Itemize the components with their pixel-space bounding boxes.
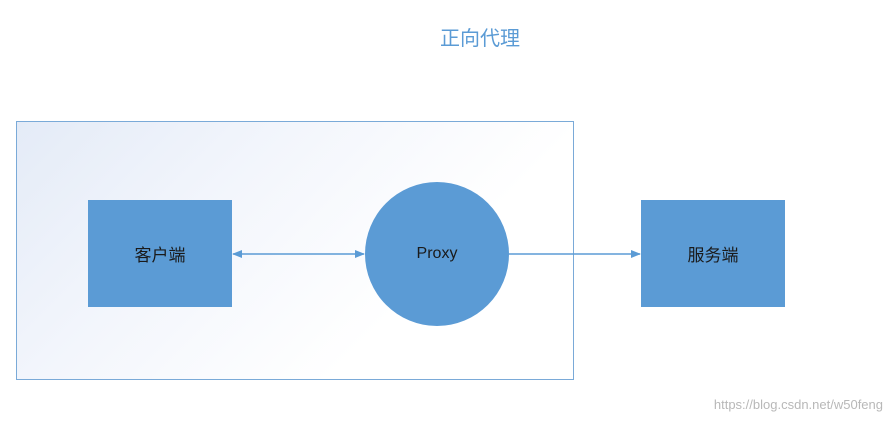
diagram-title: 正向代理 (440, 26, 520, 50)
client-node-label: 客户端 (134, 246, 186, 266)
watermark-url: https://blog.csdn.net/w50feng (713, 397, 883, 412)
client-node: 客户端 (88, 200, 232, 307)
proxy-node: Proxy (365, 182, 509, 326)
server-node-label: 服务端 (687, 246, 739, 266)
proxy-node-label: Proxy (416, 245, 458, 262)
server-node: 服务端 (641, 200, 785, 307)
